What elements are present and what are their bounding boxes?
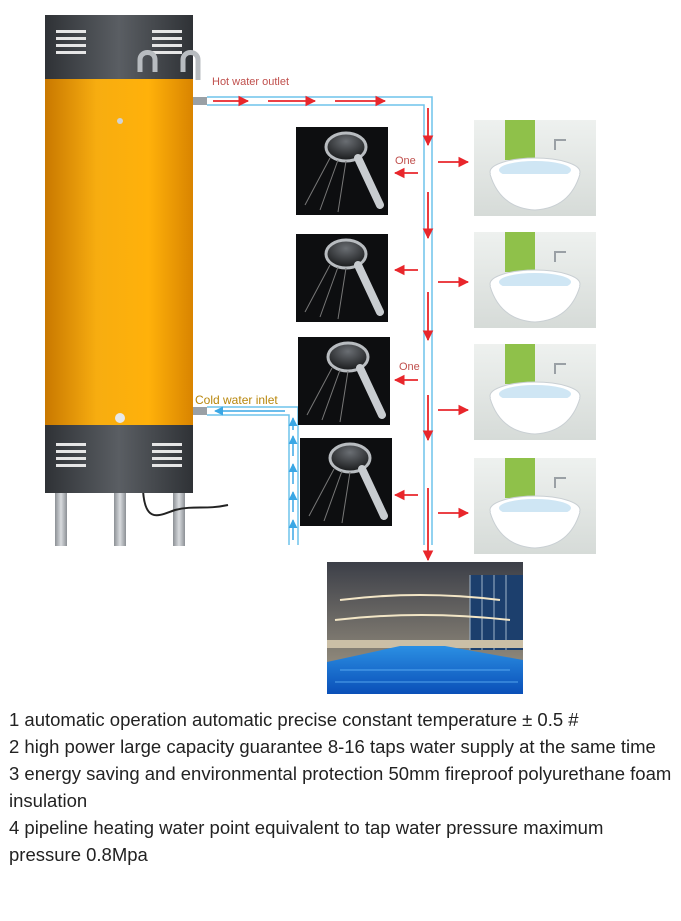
- tank-leg: [114, 490, 126, 546]
- tank-leg: [173, 490, 185, 546]
- tank-sensor-icon: [115, 413, 125, 423]
- hot-water-outlet-label: Hot water outlet: [212, 76, 290, 88]
- tank-body: [45, 79, 193, 425]
- power-cable: [142, 489, 229, 517]
- shower-photo: [300, 438, 392, 526]
- shower-photo: [296, 234, 388, 322]
- feature-item: 1 automatic operation automatic precise …: [9, 709, 579, 730]
- branch-label: One: [395, 155, 416, 167]
- vent-grille-icon: [56, 30, 182, 54]
- bathtub-photo: [474, 344, 596, 440]
- hot-outlet-fitting: [193, 97, 207, 105]
- hot-main-pipe: [207, 96, 433, 545]
- swimming-pool-photo: [327, 562, 523, 694]
- tank-leg: [55, 490, 67, 546]
- water-heater-diagram: [45, 15, 596, 694]
- bathtub-photo: [474, 120, 596, 216]
- hot-main-pipe: [207, 104, 425, 545]
- bathtub-photo: [474, 232, 596, 328]
- cold-flow-arrows: [214, 406, 298, 540]
- shower-photo: [296, 127, 388, 215]
- feature-item: 4 pipeline heating water point equivalen…: [9, 817, 604, 865]
- pipe-network: [207, 96, 433, 545]
- top-pipe: [180, 50, 201, 80]
- feature-item: 3 energy saving and environmental protec…: [9, 763, 672, 811]
- bathtub-photo: [474, 458, 596, 554]
- branch-label: One: [399, 361, 420, 373]
- top-pipe: [137, 50, 158, 72]
- vent-grille-icon: [56, 443, 182, 467]
- hot-flow-arrows: [213, 95, 470, 562]
- cold-inlet-pipe: [207, 406, 299, 545]
- shower-photo: [298, 337, 390, 425]
- feature-item: 2 high power large capacity guarantee 8-…: [9, 736, 656, 757]
- cold-inlet-fitting: [193, 407, 207, 415]
- cold-inlet-pipe: [207, 414, 290, 545]
- feature-list: 1 automatic operation automatic precise …: [9, 706, 674, 868]
- cold-water-inlet-label: Cold water inlet: [195, 393, 278, 407]
- tank-sensor-icon: [117, 118, 123, 124]
- water-heater-tank: [45, 15, 229, 546]
